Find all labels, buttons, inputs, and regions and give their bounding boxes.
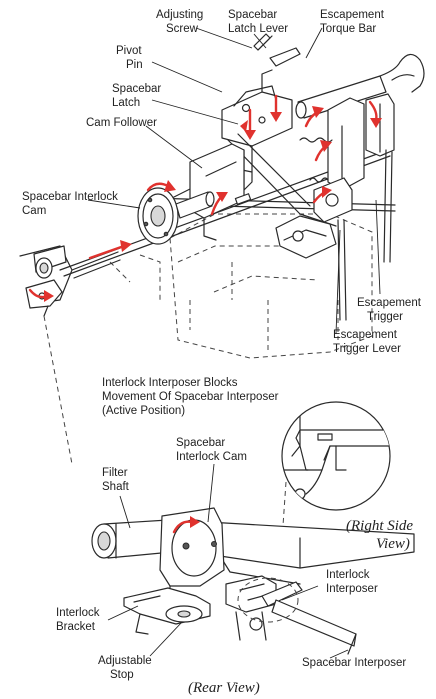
top-labels: Adjusting Screw Spacebar Latch Lever Esc… <box>22 9 424 355</box>
bottom-leader-lines <box>107 463 349 659</box>
label-adjusting-screw: Adjusting Screw <box>156 9 207 35</box>
bottom-labels: Spacebar Interlock Cam Filter Shaft Inte… <box>56 437 417 696</box>
label-adjustable-stop: Adjustable Stop <box>98 655 155 681</box>
interlock-note: Interlock Interposer Blocks Movement Of … <box>102 377 282 417</box>
caption-rear-view: (Rear View) <box>188 680 260 696</box>
top-assembly-drawing <box>19 33 425 359</box>
label-escapement-trigger: Escapement Trigger <box>357 297 424 323</box>
label-pivot-pin: Pivot Pin <box>116 45 145 71</box>
caption-right-side-view: (Right Side View) <box>346 518 417 552</box>
label-spacebar-latch-lever: Spacebar Latch Lever <box>228 9 288 35</box>
label-cam-follower: Cam Follower <box>86 117 157 129</box>
label-escapement-torque-bar: Escapement Torque Bar <box>320 9 387 35</box>
label-spacebar-interposer: Spacebar Interposer <box>302 657 406 669</box>
top-leader-lines <box>43 27 381 465</box>
label-interlock-interposer: Interlock Interposer <box>326 569 378 595</box>
label-filter-shaft: Filter Shaft <box>102 467 131 493</box>
bottom-assembly-drawing <box>91 507 415 655</box>
label-spacebar-interlock-cam-bottom: Spacebar Interlock Cam <box>176 437 247 463</box>
right-side-view-inset <box>281 401 391 561</box>
label-escapement-trigger-lever: Escapement Trigger Lever <box>333 329 401 355</box>
svg-text:Interlock Interposer Blocks: Interlock Interposer Blocks Movement Of … <box>102 377 282 417</box>
label-spacebar-latch: Spacebar Latch <box>112 83 164 109</box>
label-interlock-bracket: Interlock Bracket <box>56 607 103 633</box>
label-spacebar-interlock-cam-top: Spacebar Interlock Cam <box>22 191 121 217</box>
